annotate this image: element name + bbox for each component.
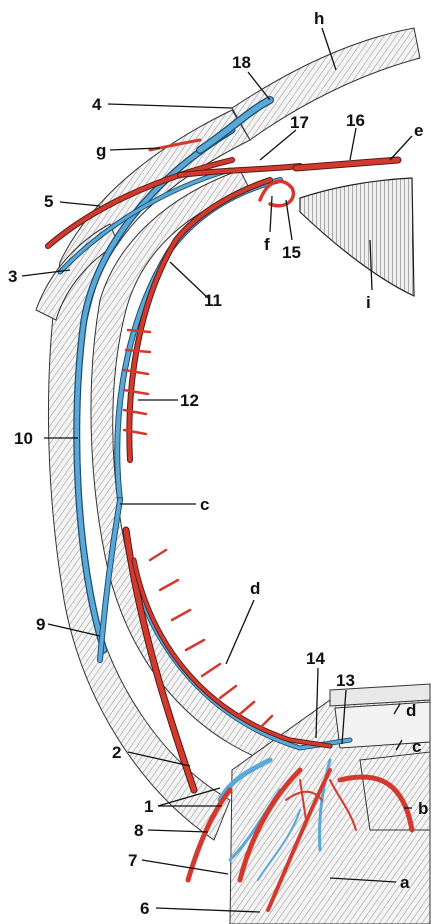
label-d-lower: d [406, 701, 416, 720]
label-18: 18 [232, 53, 251, 72]
label-10: 10 [14, 429, 33, 448]
label-g: g [96, 141, 106, 160]
label-i: i [366, 293, 371, 312]
label-c-lower: c [412, 737, 421, 756]
label-12: 12 [180, 391, 199, 410]
label-14: 14 [306, 649, 325, 668]
label-9: 9 [36, 615, 45, 634]
vein-c [117, 180, 280, 500]
label-e: e [414, 121, 423, 140]
label-2: 2 [112, 743, 121, 762]
lens-ciliary-body [300, 178, 414, 296]
label-6: 6 [140, 899, 149, 918]
label-17: 17 [290, 113, 309, 132]
label-8: 8 [134, 821, 143, 840]
label-f: f [264, 235, 270, 254]
label-13: 13 [336, 671, 355, 690]
label-a: a [400, 873, 410, 892]
label-4: 4 [92, 95, 102, 114]
label-7: 7 [128, 851, 137, 870]
label-1: 1 [144, 797, 153, 816]
label-5: 5 [44, 192, 53, 211]
label-15: 15 [282, 243, 301, 262]
vein-c-fill [117, 180, 280, 500]
label-c-mid: c [200, 495, 209, 514]
label-16: 16 [346, 111, 365, 130]
label-d-mid: d [250, 579, 260, 598]
label-3: 3 [8, 267, 17, 286]
label-h: h [314, 9, 324, 28]
cornea-layer [232, 28, 420, 140]
label-11: 11 [204, 291, 222, 310]
label-b: b [418, 799, 428, 818]
